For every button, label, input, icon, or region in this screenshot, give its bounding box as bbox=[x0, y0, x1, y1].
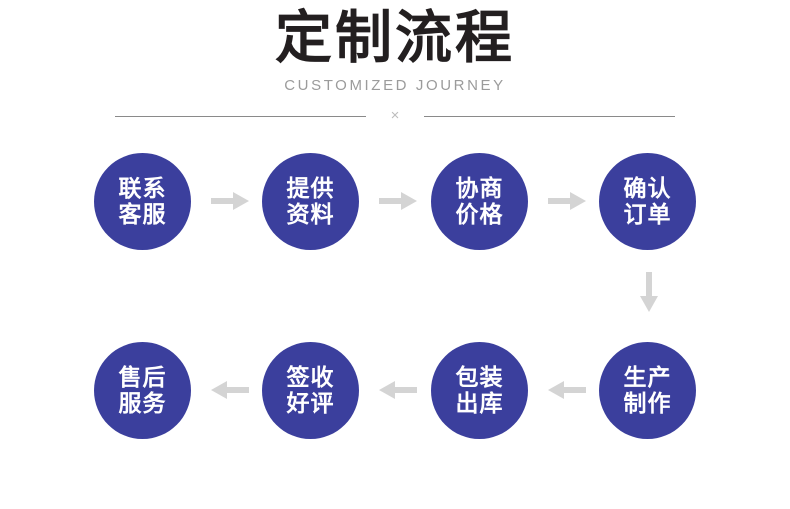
arrow-right-icon-2 bbox=[379, 190, 417, 212]
divider-line-left bbox=[115, 116, 366, 117]
arrow-down-icon-1 bbox=[637, 272, 661, 312]
flow-step-label-line2: 服务 bbox=[118, 390, 167, 417]
flow-step-confirm-order: 确认 订单 bbox=[599, 153, 696, 250]
flow-step-label-line1: 提供 bbox=[286, 175, 335, 202]
page-subtitle: CUSTOMIZED JOURNEY bbox=[284, 77, 506, 94]
flow-step-label-line1: 售后 bbox=[118, 364, 167, 391]
page-title: 定制流程 bbox=[275, 5, 515, 71]
flow-step-label-line2: 好评 bbox=[286, 390, 335, 417]
flow-step-label-line1: 生产 bbox=[623, 364, 672, 391]
flow-step-contact-service: 联系 客服 bbox=[94, 153, 191, 250]
flow-step-label-line2: 订单 bbox=[623, 201, 672, 228]
arrow-right-icon-1 bbox=[211, 190, 249, 212]
flow-step-label-line2: 客服 bbox=[118, 201, 167, 228]
arrow-left-icon-3 bbox=[548, 379, 586, 401]
flow-step-production: 生产 制作 bbox=[599, 342, 696, 439]
flow-step-label-line1: 包装 bbox=[455, 364, 504, 391]
arrow-left-icon-1 bbox=[211, 379, 249, 401]
flow-step-label-line1: 协商 bbox=[455, 175, 504, 202]
flow-step-label-line2: 制作 bbox=[623, 390, 672, 417]
flow-step-label-line1: 签收 bbox=[286, 364, 335, 391]
flow-step-provide-materials: 提供 资料 bbox=[262, 153, 359, 250]
arrow-right-icon-3 bbox=[548, 190, 586, 212]
flow-step-label-line1: 确认 bbox=[623, 175, 672, 202]
divider-cross-icon: × bbox=[390, 107, 400, 124]
title-divider: × bbox=[115, 108, 675, 124]
flow-step-label-line2: 价格 bbox=[455, 201, 504, 228]
page-header: 定制流程 CUSTOMIZED JOURNEY × bbox=[0, 0, 790, 130]
flow-step-label-line1: 联系 bbox=[118, 175, 167, 202]
arrow-left-icon-2 bbox=[379, 379, 417, 401]
flow-step-after-sales: 售后 服务 bbox=[94, 342, 191, 439]
flow-step-label-line2: 资料 bbox=[286, 201, 335, 228]
flow-step-negotiate-price: 协商 价格 bbox=[431, 153, 528, 250]
flow-step-packing-shipping: 包装 出库 bbox=[431, 342, 528, 439]
divider-line-right bbox=[424, 116, 675, 117]
flow-step-receipt-review: 签收 好评 bbox=[262, 342, 359, 439]
flow-step-label-line2: 出库 bbox=[455, 390, 504, 417]
process-flow-diagram: 联系 客服 提供 资料 协商 价格 确认 订单 生产 制作 bbox=[0, 130, 790, 509]
